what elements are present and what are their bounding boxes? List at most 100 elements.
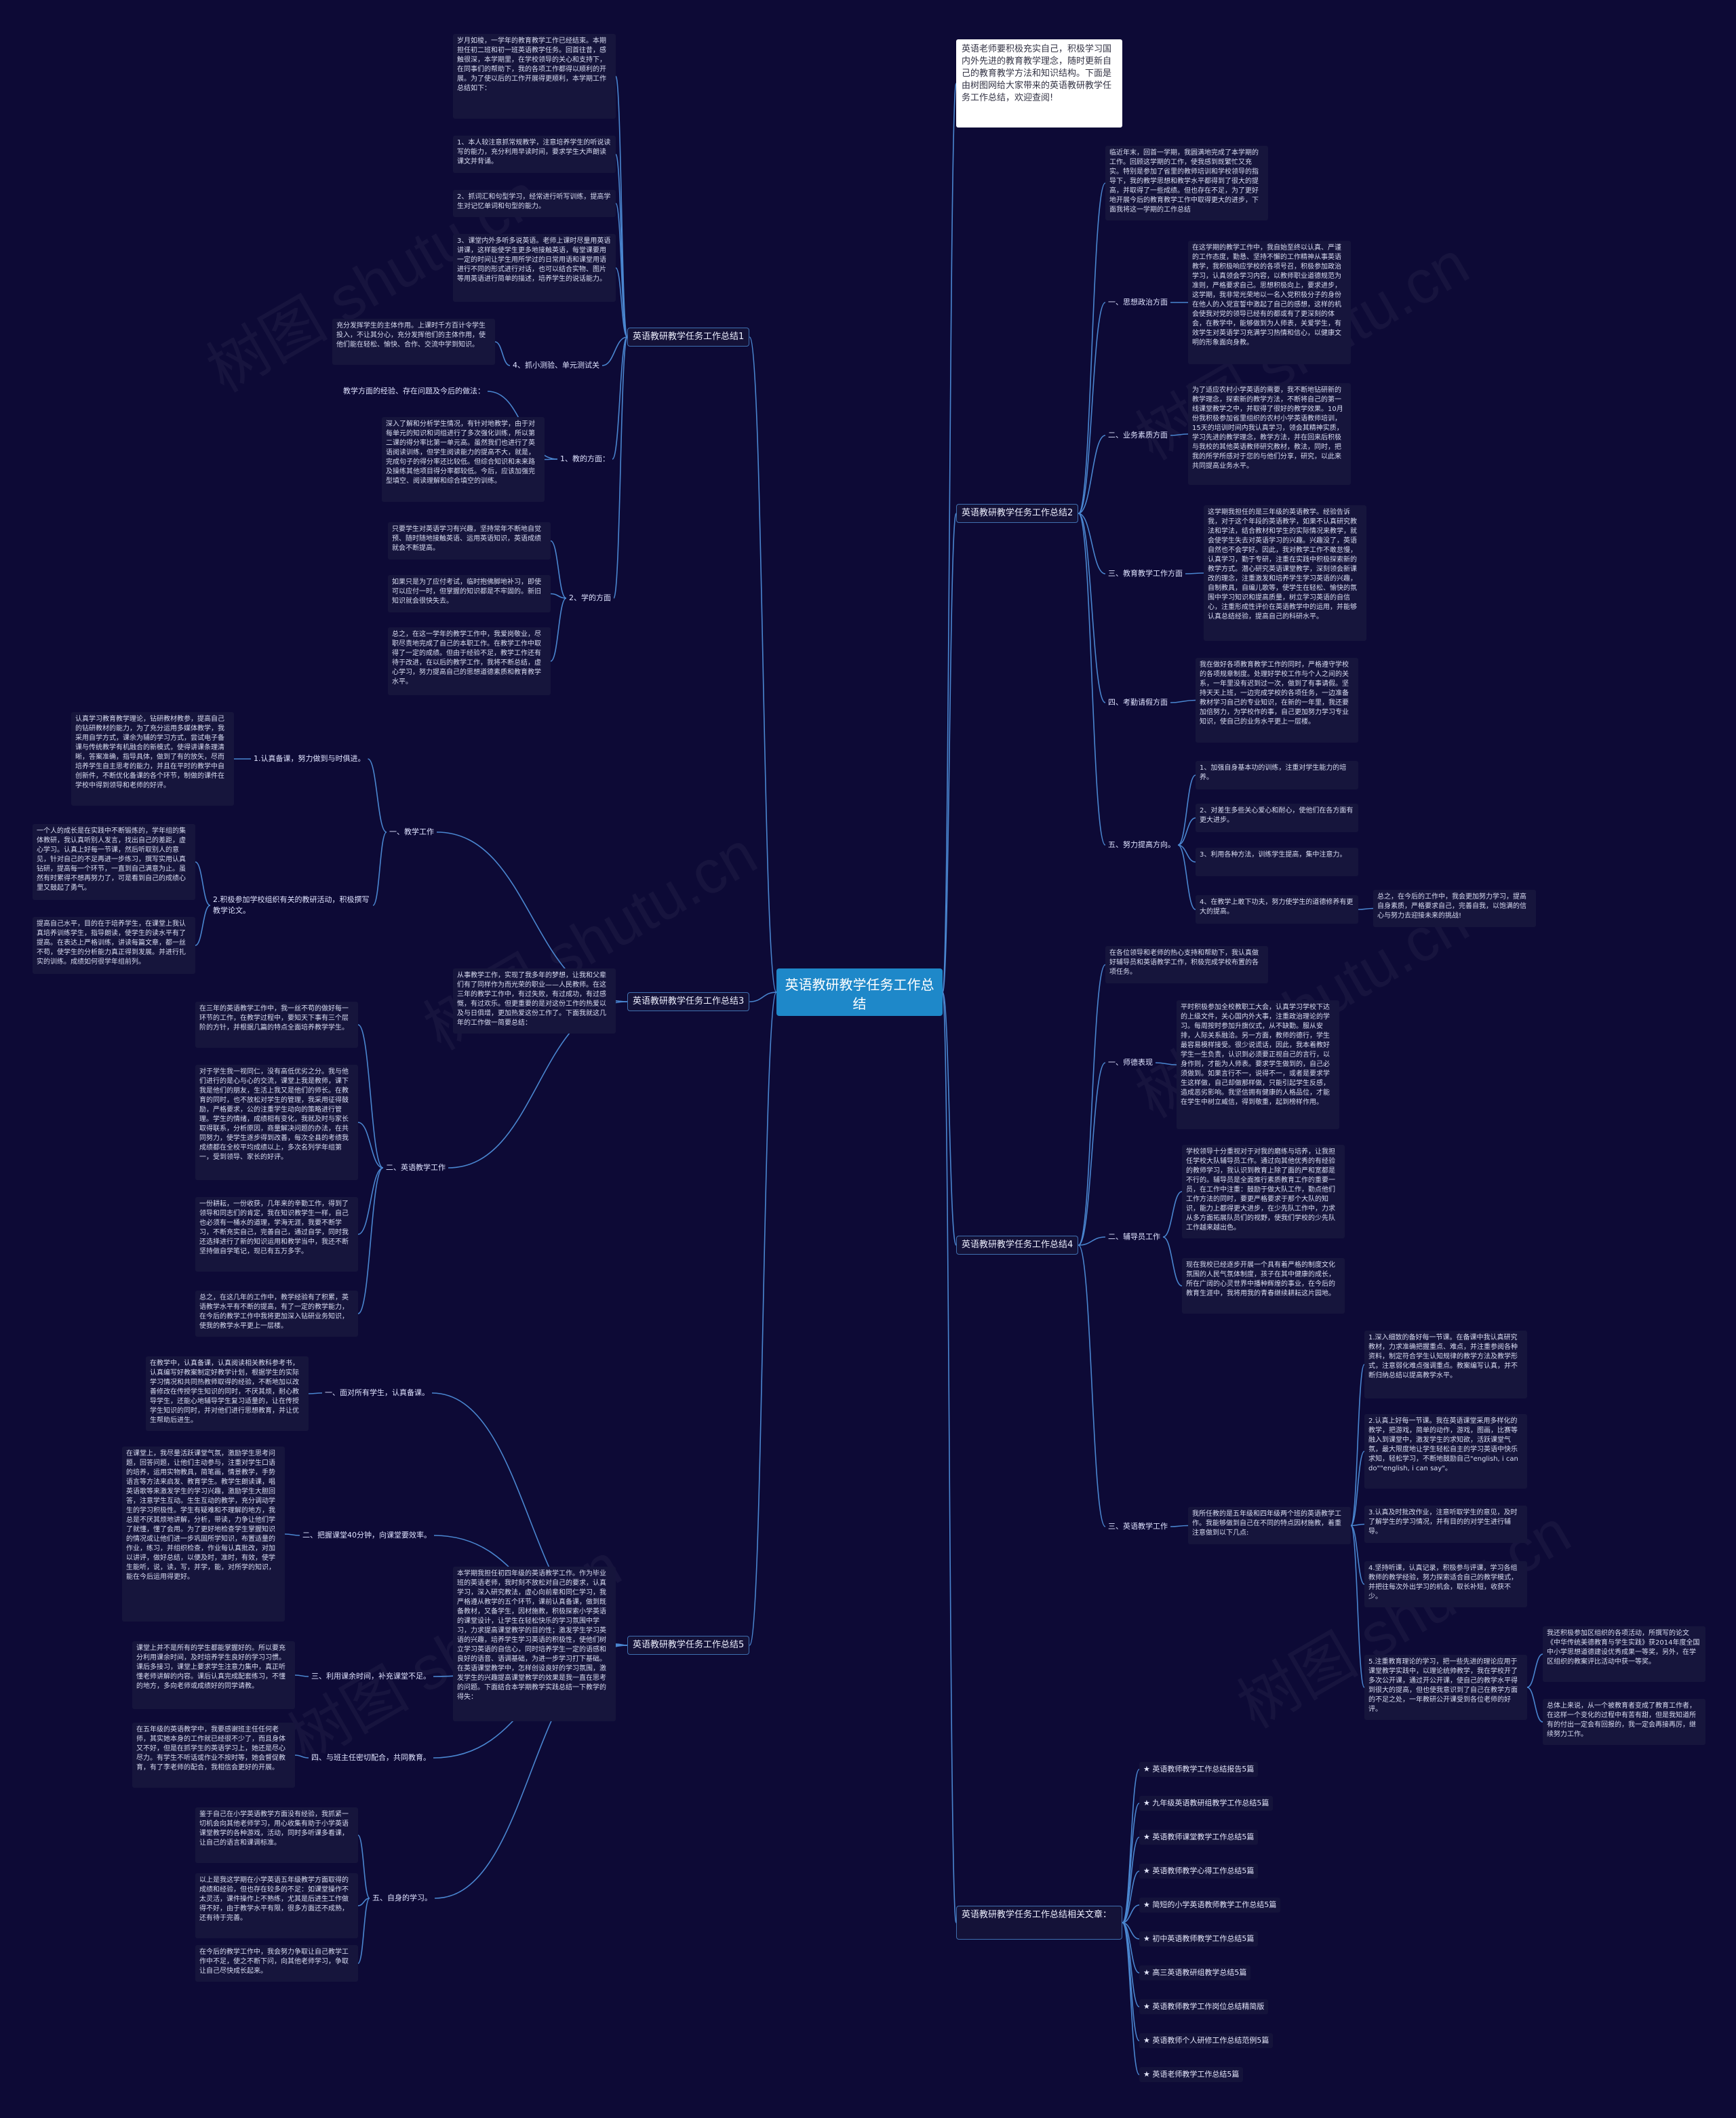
branch-summary-2[interactable]: 英语教研教学任务工作总结2 [956, 504, 1079, 523]
summary2-sec-5[interactable]: 五、努力提高方向。 [1108, 840, 1175, 849]
summary4-summary-2: 总体上来说，从一个被教育者变成了教育工作者，在这样一个变化的过程中有苦有甜，但是… [1543, 1699, 1705, 1745]
related-link-4[interactable]: ★ 英语教师教学心得工作总结5篇 [1139, 1864, 1259, 1879]
summary1-teach-label[interactable]: 1、教的方面： [560, 454, 610, 463]
summary3-sec2-text-3: 一份耕耘，一份收获，几年来的辛勤工作，得到了领导和同志们的肯定，我在知识教学生一… [195, 1197, 358, 1272]
branch-summary-3[interactable]: 英语教研教学任务工作总结3 [627, 992, 750, 1011]
related-link-5[interactable]: ★ 简短的小学英语教师教学工作总结5篇 [1139, 1898, 1281, 1913]
connector [1078, 302, 1106, 514]
summary2-sec2-text: 为了适应农村小学英语的需要，我不断地钻研新的教学理念，探索新的教学方法，不断将自… [1188, 383, 1351, 485]
summary5-sec-5[interactable]: 五、自身的学习。 [372, 1894, 432, 1902]
summary2-top-text: 临近年末，回首一学期，我圆满地完成了本学期的工作。回顾这学期的工作，使我感到既繁… [1105, 146, 1268, 220]
connector [550, 597, 567, 662]
summary5-sec-2[interactable]: 二、把握课堂40分钟，向课堂要效率。 [302, 1531, 431, 1540]
summary2-sec-4[interactable]: 四、考勤请假方面 [1108, 698, 1168, 707]
summary1-item4-detail: 充分发挥学生的主体作用。上课时千方百计令学生投入，不让其分心，充分发挥他们的主体… [332, 319, 495, 365]
summary2-sec-2[interactable]: 二、业务素质方面 [1108, 431, 1168, 439]
summary5-sec5-text-3: 在今后的教学工作中，我会努力争取让自己教学工作中不足，使之不断下问，向其他老师学… [195, 1945, 358, 1982]
summary5-sec-3[interactable]: 三、利用课余时间，补充课堂不足。 [311, 1672, 431, 1681]
summary3-sec-2[interactable]: 二、英语教学工作 [386, 1163, 446, 1172]
connector [1078, 513, 1106, 574]
related-link-1[interactable]: ★ 英语教师教学工作总结报告5篇 [1139, 1762, 1259, 1777]
summary1-learn-label[interactable]: 2、学的方面 [569, 593, 611, 602]
related-link-10[interactable]: ★ 英语老师教学工作总结5篇 [1139, 2067, 1244, 2082]
summary5-sec2-text: 在课堂上，我尽量活跃课堂气氛，激励学生思考问题，回答问题，让他们主动参与，注重对… [122, 1447, 285, 1622]
related-link-7[interactable]: ★ 高三英语教研组教学总结5篇 [1139, 1965, 1251, 1980]
connector [1078, 182, 1106, 514]
summary2-sec4-text: 我在做好各项教育教学工作的同时，严格遵守学校的各项规章制度。处理好学校工作与个人… [1196, 658, 1358, 743]
branch-summary-1[interactable]: 英语教研教学任务工作总结1 [627, 328, 750, 347]
summary4-sec1-text: 平时积极参加全校教职工大会，认真学习学校下达的上级文件，关心国内外大事，注重政治… [1177, 1000, 1339, 1129]
summary3-sec2-text-4: 总之，在这几年的工作中，教学经验有了积累，英语教学水平有不断的提高，有了一定的教… [195, 1291, 358, 1337]
summary1-item-4[interactable]: 4、抓小测验、单元测试关 [513, 361, 599, 370]
summary4-sec2-text-1: 学校领导十分重视对于对我的磨练与培养，让我担任学校大队辅导员工作。通过向其他优秀… [1182, 1145, 1345, 1238]
branch-summary-5[interactable]: 英语教研教学任务工作总结5 [627, 1636, 750, 1655]
connector [1350, 1364, 1365, 1527]
related-link-3[interactable]: ★ 英语教师课堂教学工作总结5篇 [1139, 1830, 1259, 1845]
connector [294, 1674, 309, 1677]
connector [368, 758, 387, 833]
connector [357, 1898, 370, 1964]
connector [357, 1835, 370, 1899]
connector [942, 513, 957, 993]
summary4-sec2-text-2: 现在我校已经逐步开展一个具有着严格的制度文化氛围的人民气氛体制度，孩子在其中健康… [1182, 1258, 1345, 1314]
connector [1122, 1922, 1140, 2007]
summary3-sec1-sub-1[interactable]: 1.认真备课，努力做到与时俱进。 [254, 754, 366, 763]
connector [1078, 964, 1106, 1246]
summary5-sec-1[interactable]: 一、面对所有学生，认真备课。 [325, 1388, 429, 1397]
connector [357, 1167, 384, 1314]
connector [601, 336, 628, 366]
summary2-summary: 总之，在今后的工作中，我会更加努力学习，提高自身素质，严格要求自己，完善自我，以… [1373, 890, 1536, 927]
related-link-8[interactable]: ★ 英语教师教学工作岗位总结精简版 [1139, 1999, 1269, 2014]
connector [544, 458, 558, 460]
related-link-6[interactable]: ★ 初中英语教师教学工作总结5篇 [1139, 1931, 1259, 1946]
connector [615, 267, 628, 338]
connector [1078, 1244, 1106, 1527]
connector [1162, 1191, 1183, 1238]
summary4-sec-1[interactable]: 一、师德表现 [1108, 1058, 1153, 1067]
connector [1170, 433, 1189, 436]
summary2-sec1-text: 在这学期的教学工作中，我自始至终以认真、严谨的工作态度，勤恳、坚持不懈的工作精神… [1188, 241, 1351, 364]
summary1-item-1: 1、本人较注意抓常规教学，注意培养学生的听说读写的能力，充分利用早读时间，要求学… [453, 136, 616, 173]
summary2-sec3-text: 这学期我担任的是三年级的英语教学。经验告诉我，对于这个年段的英语教学，如果不认真… [1204, 505, 1366, 641]
right-intro-card: 英语老师要积极充实自己，积极学习国内外先进的教育教学理念，随时更新自己的教育教学… [956, 39, 1122, 128]
connector [372, 831, 387, 906]
summary4-sec3-text: 我所任教的是五年级和四年级两个班的英语教学工作。我能够做到自己在不同的特点因材施… [1188, 1507, 1351, 1544]
summary3-sec1-sub2-text-2: 提高自己水平，目的在于培养学生，在课堂上我认真培养训练学生，指导朗读，使学生的读… [33, 917, 195, 974]
connector [1122, 1922, 1140, 1940]
summary5-sec5-text-1: 鉴于自己在小学英语教学方面没有经验，我抓紧一切机会向其他老师学习，用心收集有助于… [195, 1807, 358, 1863]
connector [615, 203, 628, 338]
summary5-sec-4[interactable]: 四、与班主任密切配合，共同教育。 [311, 1753, 431, 1762]
connector [942, 992, 957, 1923]
connector [1122, 1769, 1140, 1923]
summary2-sec-1[interactable]: 一、思想政治方面 [1108, 298, 1168, 307]
root-node[interactable]: 英语教研教学任务工作总结 [776, 968, 943, 1016]
summary2-sec-3[interactable]: 三、教育教学工作方面 [1108, 569, 1183, 578]
connector [1170, 1525, 1189, 1527]
connector [942, 992, 957, 1246]
connector [550, 593, 567, 599]
summary1-item-3: 3、课堂内外多听多说英语。老师上课时尽量用英语讲课，这样能使学生更多地接触英语，… [453, 234, 616, 302]
connector [749, 336, 777, 993]
summary4-sec3-item-2: 2.认真上好每一节课。我在英语课堂采用多样化的教学，把游戏，简单的动作，游戏，图… [1364, 1414, 1527, 1489]
summary4-sec-2[interactable]: 二、辅导员工作 [1108, 1232, 1160, 1241]
connector [1177, 774, 1196, 846]
summary4-sec-3[interactable]: 三、英语教学工作 [1108, 1522, 1168, 1531]
connector [1122, 1803, 1140, 1923]
branch-related-articles[interactable]: 英语教研教学任务工作总结相关文章： [956, 1906, 1122, 1940]
summary3-intro: 从事教学工作，实现了我多年的梦想，让我和父辈们有了同样作为而光荣的职业——人民教… [453, 968, 616, 1034]
connector [613, 336, 628, 599]
summary1-learn-3: 总之，在这一学年的教学工作中，我爱岗敬业，尽职尽责地完成了自己的本职工作。在教学… [388, 627, 551, 695]
summary1-teach-text: 深入了解和分析学生情况，有针对地教学，由于对每单元的知识和词组进行了多次强化训练… [382, 417, 545, 502]
connector [615, 1000, 628, 1002]
connector [1122, 1922, 1140, 2075]
connector [615, 1643, 628, 1646]
related-link-2[interactable]: ★ 九年级英语教研组教学工作总结5篇 [1139, 1796, 1274, 1811]
summary3-sec-1[interactable]: 一、教学工作 [389, 827, 434, 836]
connector [1350, 1523, 1365, 1527]
branch-summary-4[interactable]: 英语教研教学任务工作总结4 [956, 1236, 1079, 1255]
connector [357, 1898, 370, 1906]
connector [615, 75, 628, 338]
related-link-9[interactable]: ★ 英语教师个人研修工作总结范例5篇 [1139, 2033, 1274, 2048]
summary3-sec1-sub2-text-1: 一个人的成长是在实践中不断锻炼的，学年组的集体教研，我认真听别人发言，找出自己的… [33, 824, 195, 900]
summary3-sec1-sub-2[interactable]: 2.积极参加学校组织有关的教研活动，积极撰写教学论文。 [213, 895, 370, 915]
